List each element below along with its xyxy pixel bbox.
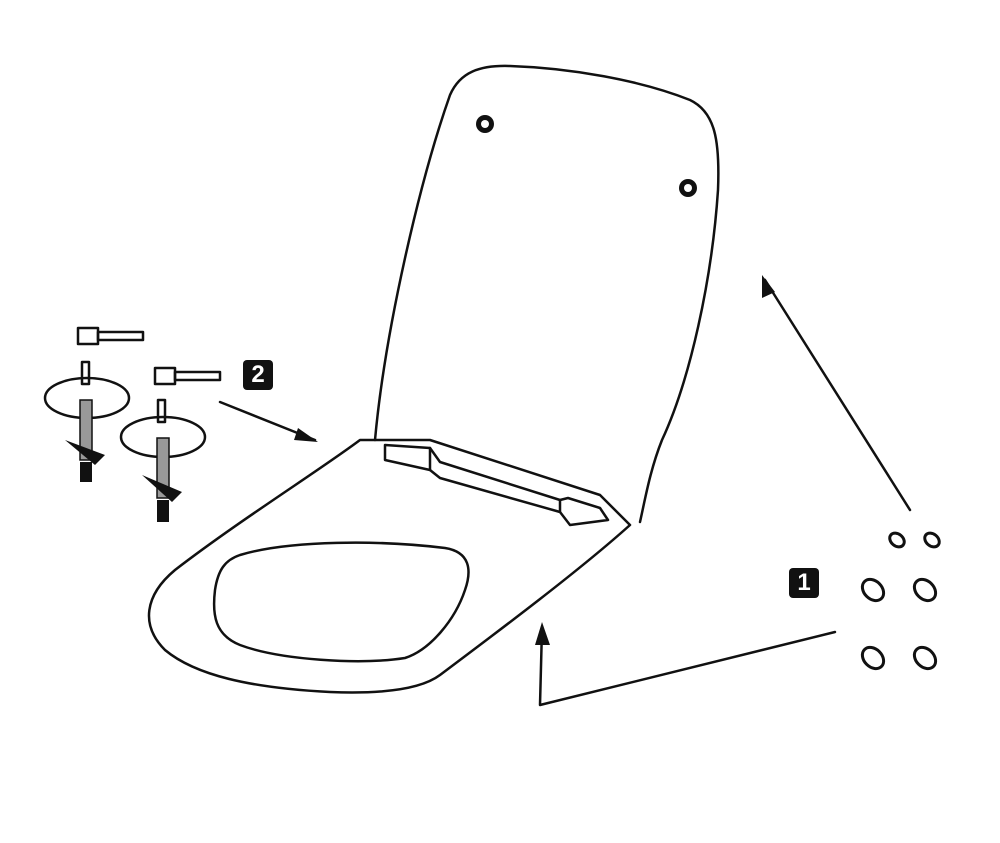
callout-badge-1: 1: [789, 568, 819, 598]
callout-badge-2: 2: [243, 360, 273, 390]
seat-opening: [212, 541, 470, 663]
arrow-to-seat: [538, 626, 837, 707]
bumpers: [860, 531, 941, 671]
arrow-to-lid: [763, 278, 912, 512]
hinge-fixing-a: [43, 326, 145, 482]
seat-ring: [147, 438, 632, 694]
hinge-fixing-b: [119, 366, 222, 522]
seat-lid: [373, 64, 720, 524]
hinge-bar: [383, 443, 610, 527]
